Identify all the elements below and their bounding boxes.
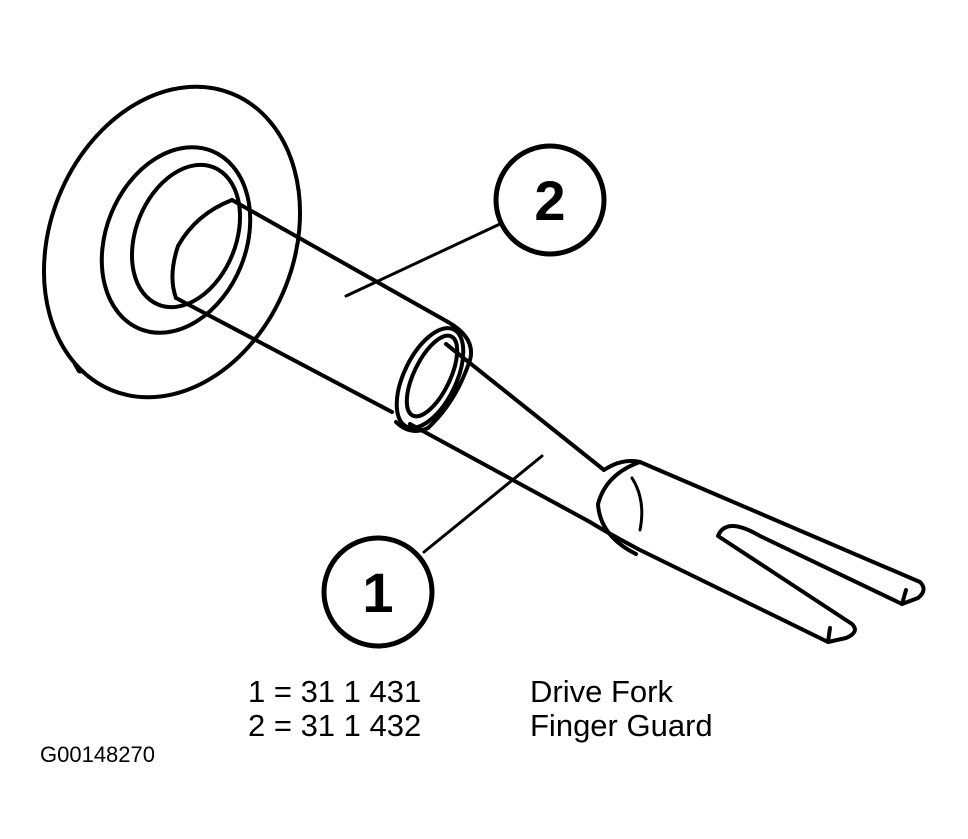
leader-line-2 — [344, 222, 502, 298]
callout-circle-1 — [321, 535, 435, 649]
figure-id: G00148270 — [40, 742, 155, 767]
legend-key-1: 1 = 31 1 431 — [248, 674, 422, 709]
finger-guard-tube — [170, 198, 450, 414]
leader-line-1 — [422, 454, 544, 554]
callout-number-1: 1 — [362, 561, 393, 624]
legend-key-2: 2 = 31 1 432 — [248, 708, 422, 743]
legend-description-1: Drive Fork — [530, 674, 673, 709]
finger-guard-disc — [41, 84, 303, 400]
finger-guard-sleeve — [394, 320, 473, 433]
callout-circle-2 — [493, 143, 607, 257]
callout-number-2: 2 — [534, 169, 565, 232]
drive-fork-head — [588, 459, 926, 644]
drive-fork-shaft — [408, 342, 606, 524]
legend-description-2: Finger Guard — [530, 708, 713, 743]
